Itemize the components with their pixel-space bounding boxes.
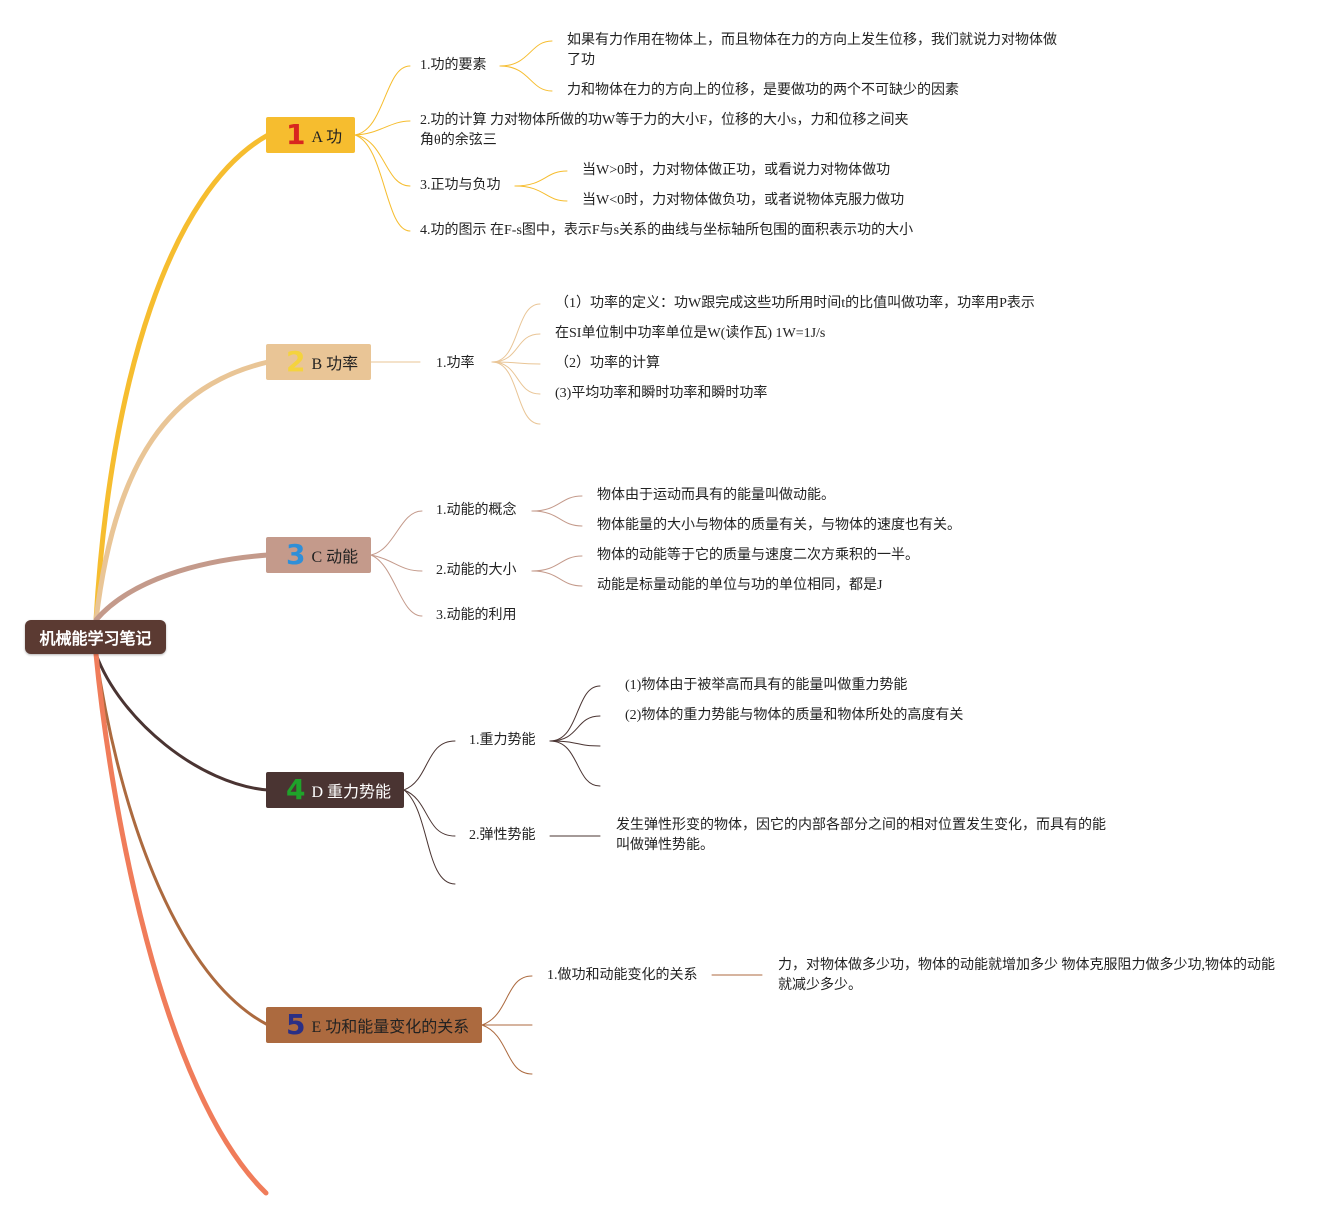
link-1-3-1	[514, 170, 568, 187]
topic-node-5[interactable]: 5 E 功和能量变化的关系	[266, 1007, 482, 1043]
leaf-2-1-3[interactable]: （2）功率的计算	[555, 356, 660, 371]
link-4-1-3	[549, 740, 601, 747]
link-4-1-4	[549, 740, 601, 787]
link-2-1-3	[491, 361, 541, 365]
branch-2	[93, 359, 271, 623]
branch-3	[93, 552, 271, 623]
subtopic-2-1[interactable]: 1.功率	[436, 356, 475, 371]
link-4-1-2	[549, 715, 601, 742]
topic-node-3[interactable]: 3 C 动能	[266, 537, 371, 573]
link-4-3	[403, 789, 456, 885]
topic-number-4: 4	[286, 773, 306, 806]
branch-extra	[93, 651, 269, 1196]
topic-label-2: B 功率	[311, 356, 359, 373]
topic-label-3: C 动能	[311, 549, 359, 566]
subtopic-1-4[interactable]: 4.功的图示 在F-s图中，表示F与s关系的曲线与坐标轴所包围的面积表示功的大小	[420, 223, 914, 238]
topic-number-5: 5	[286, 1008, 306, 1041]
link-3-3	[370, 554, 423, 617]
topic-label-1: A 功	[311, 129, 343, 146]
root-label: 机械能学习笔记	[39, 629, 152, 648]
topic-node-1[interactable]: 1 A 功	[266, 117, 355, 153]
link-1-2	[354, 120, 411, 136]
leaf-1-3-1[interactable]: 当W>0时，力对物体做正功，或看说力对物体做功	[582, 163, 891, 178]
link-3-1	[370, 510, 423, 556]
subtopic-3-2[interactable]: 2.动能的大小	[436, 563, 517, 578]
link-3-2	[370, 554, 423, 572]
leaf-4-1-1[interactable]: (1)物体由于被举高而具有的能量叫做重力势能	[625, 678, 908, 693]
link-2-1-1	[491, 303, 541, 363]
subtopic-4-1[interactable]: 1.重力势能	[469, 733, 536, 748]
leaf-3-2-2[interactable]: 动能是标量动能的单位与功的单位相同，都是J	[597, 578, 883, 593]
leaf-2-1-1[interactable]: （1）功率的定义：功W跟完成这些功所用时间t的比值叫做功率，功率用P表示	[555, 296, 1035, 311]
link-4-2	[403, 789, 456, 837]
subtopic-1-3[interactable]: 3.正功与负功	[420, 178, 501, 193]
topic-number-3: 3	[286, 538, 306, 571]
link-1-3	[354, 134, 411, 187]
link-5-3	[481, 1024, 533, 1075]
link-2-1-2	[491, 333, 541, 363]
link-3-1-1	[531, 495, 583, 512]
branch-1	[93, 132, 271, 623]
link-1-1	[354, 65, 411, 136]
leaf-4-2-1[interactable]: 发生弹性形变的物体，因它的内部各部分之间的相对位置发生变化，而具有的能叫做弹性势…	[616, 818, 1106, 853]
topic-number-2: 2	[286, 345, 306, 378]
topic-number-1: 1	[286, 118, 306, 151]
leaf-3-1-2[interactable]: 物体能量的大小与物体的质量有关，与物体的速度也有关。	[597, 518, 961, 533]
leaf-1-1-1[interactable]: 如果有力作用在物体上，而且物体在力的方向上发生位移，我们就说力对物体做了功	[567, 33, 1057, 68]
leaf-1-1-2[interactable]: 力和物体在力的方向上的位移，是要做功的两个不可缺少的因素	[567, 83, 959, 98]
branch-4	[94, 652, 270, 792]
root-node[interactable]: 机械能学习笔记	[25, 620, 166, 654]
link-4-1-1	[549, 685, 601, 742]
subtopic-1-2[interactable]: 2.功的计算 力对物体所做的功W等于力的大小F，位移的大小s，力和位移之间夹角θ…	[420, 113, 909, 148]
link-3-2-1	[531, 555, 583, 572]
link-4-1	[403, 740, 456, 791]
subtopic-3-1[interactable]: 1.动能的概念	[436, 503, 517, 518]
subtopic-3-3[interactable]: 3.动能的利用	[436, 608, 517, 623]
subtopic-1-1[interactable]: 1.功的要素	[420, 58, 487, 73]
topic-node-2[interactable]: 2 B 功率	[266, 344, 371, 380]
link-5-1	[481, 975, 533, 1026]
link-3-2-2	[531, 570, 583, 587]
subtopic-5-1[interactable]: 1.做功和动能变化的关系	[547, 968, 698, 983]
leaf-3-1-1[interactable]: 物体由于运动而具有的能量叫做动能。	[597, 488, 835, 503]
leaf-1-3-2[interactable]: 当W<0时，力对物体做负功，或者说物体克服力做功	[582, 193, 905, 208]
link-2-1-4	[491, 361, 541, 395]
branch-5	[94, 652, 270, 1027]
leaf-4-1-2[interactable]: (2)物体的重力势能与物体的质量和物体所处的高度有关	[625, 708, 964, 723]
leaf-2-1-2[interactable]: 在SI单位制中功率单位是W(读作瓦) 1W=1J/s	[555, 326, 826, 341]
link-1-1-2	[499, 65, 553, 92]
leaf-2-1-4[interactable]: (3)平均功率和瞬时功率和瞬时功率	[555, 386, 768, 401]
leaf-3-2-1[interactable]: 物体的动能等于它的质量与速度二次方乘积的一半。	[597, 548, 919, 563]
link-1-3-2	[514, 185, 568, 202]
link-1-4	[354, 134, 411, 232]
topic-label-4: D 重力势能	[311, 784, 392, 801]
subtopic-4-2[interactable]: 2.弹性势能	[469, 828, 536, 843]
link-1-1-1	[499, 40, 553, 67]
leaf-5-1-1[interactable]: 力，对物体做多少功，物体的动能就增加多少 物体克服阻力做多少功,物体的动能就减少…	[778, 958, 1275, 993]
topic-label-5: E 功和能量变化的关系	[311, 1019, 470, 1036]
link-3-1-2	[531, 510, 583, 527]
topic-node-4[interactable]: 4 D 重力势能	[266, 772, 404, 808]
link-2-1-5	[491, 361, 541, 425]
